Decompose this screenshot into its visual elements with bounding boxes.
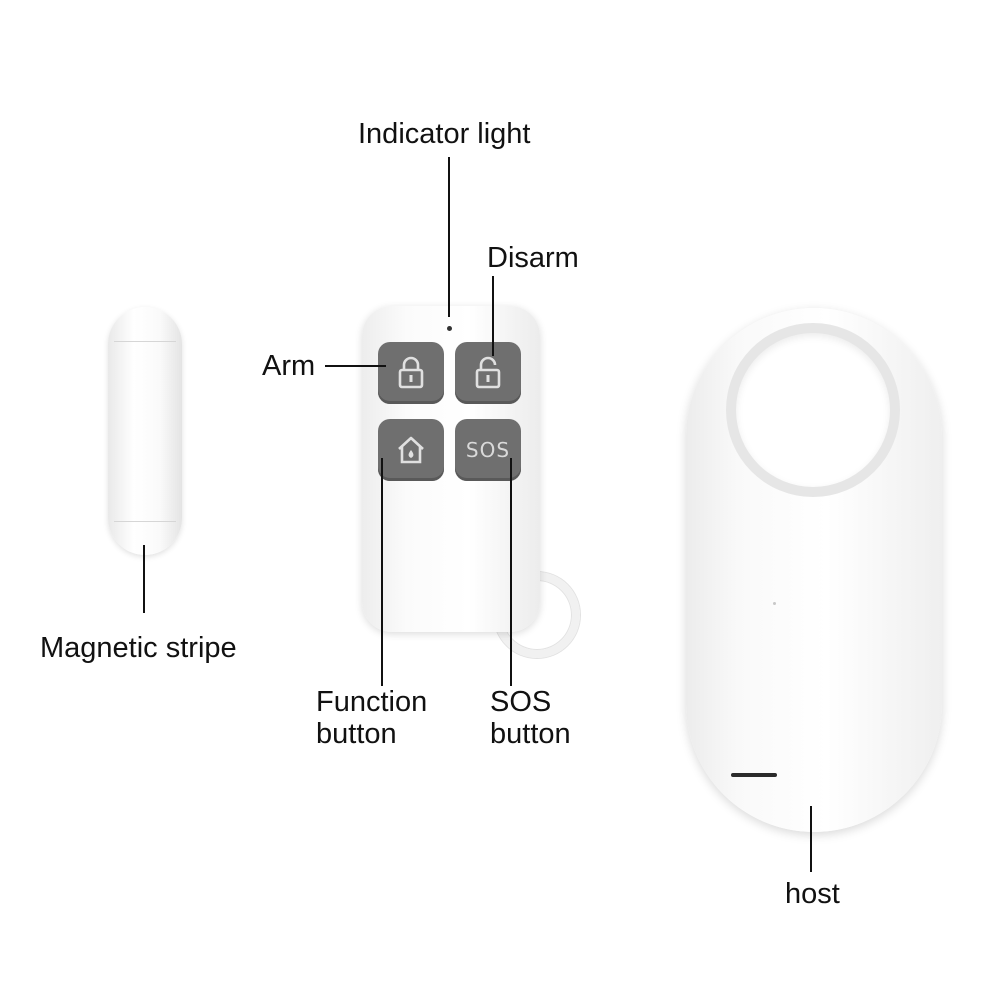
home-icon bbox=[398, 436, 424, 464]
arm-label: Arm bbox=[262, 350, 316, 382]
magnetic-sensor bbox=[108, 307, 182, 555]
arm-leader-line bbox=[325, 365, 386, 367]
function-leader-line bbox=[381, 458, 383, 686]
indicator-led bbox=[447, 326, 452, 331]
sos-button-label-line2: button bbox=[490, 718, 571, 750]
disarm-key[interactable] bbox=[455, 342, 521, 404]
disarm-label: Disarm bbox=[487, 242, 579, 274]
speaker-grille bbox=[736, 333, 890, 487]
disarm-leader-line bbox=[492, 276, 494, 356]
sos-button-label-line1: SOS bbox=[490, 686, 552, 718]
arm-key[interactable] bbox=[378, 342, 444, 404]
function-button-label-line2: button bbox=[316, 718, 397, 750]
host-sensor-dot bbox=[773, 602, 776, 605]
sensor-seam bbox=[114, 521, 176, 522]
host-slot bbox=[731, 773, 777, 777]
unlock-icon bbox=[475, 356, 501, 389]
host-leader-line bbox=[810, 806, 812, 872]
magnetic-stripe-label: Magnetic stripe bbox=[40, 632, 237, 664]
sos-button-label: SOS button bbox=[490, 686, 571, 750]
indicator-light-label: Indicator light bbox=[358, 118, 531, 150]
sos-key-label: SOS bbox=[465, 438, 511, 462]
sensor-seam bbox=[114, 341, 176, 342]
function-key[interactable] bbox=[378, 419, 444, 481]
sos-leader-line bbox=[510, 458, 512, 686]
indicator-leader-line bbox=[448, 157, 450, 317]
magnetic-leader-line bbox=[143, 545, 145, 613]
lock-icon bbox=[398, 356, 424, 389]
function-button-label: Function button bbox=[316, 686, 427, 750]
host-label: host bbox=[785, 878, 840, 910]
function-button-label-line1: Function bbox=[316, 686, 428, 718]
